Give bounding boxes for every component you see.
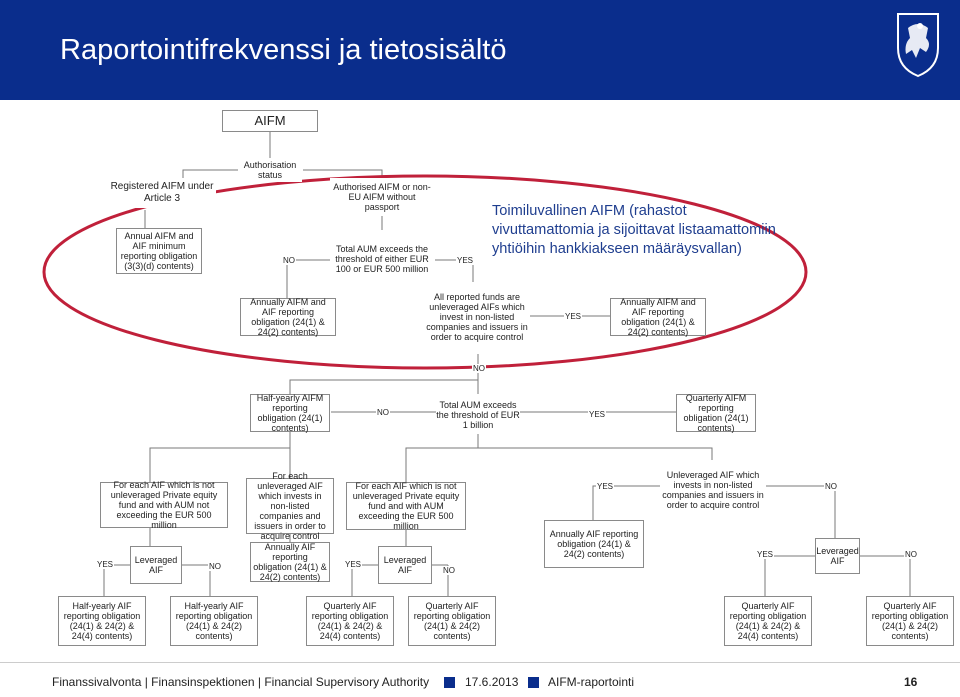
title-bar: Raportointifrekvenssi ja tietosisältö [0, 0, 960, 100]
authorisation-status-node: Authorisation status [238, 158, 302, 182]
footer-date: 17.6.2013 [465, 675, 519, 689]
highlight-ellipse [42, 174, 808, 370]
annual-aif-node: Annually AIF reporting obligation (24(1)… [250, 542, 330, 582]
leveraged-aif-node: Leveraged AIF [130, 546, 182, 584]
authorised-aifm-node: Authorised AIFM or non-EU AIFM without p… [330, 178, 434, 216]
aifm-node: AIFM [222, 110, 318, 132]
footer-square-icon [528, 677, 539, 688]
overlay-callout-text: Toimiluvallinen AIFM (rahastot vivuttama… [492, 203, 776, 257]
no-label: NO [376, 408, 390, 417]
half-yearly-aifm-node: Half-yearly AIFM reporting obligation (2… [250, 393, 330, 433]
footer-topic: AIFM-raportointi [548, 675, 635, 689]
unleveraged-right-node: Unleveraged AIF which invests in non-lis… [660, 460, 766, 520]
no-label: NO [442, 566, 456, 575]
no-label: NO [208, 562, 222, 571]
quarterly-aif-node-4: Quarterly AIF reporting obligation (24(1… [866, 596, 954, 646]
no-label: NO [904, 550, 918, 559]
no-label: NO [282, 256, 296, 265]
half-yearly-aif-node-1: Half-yearly AIF reporting obligation (24… [58, 596, 146, 646]
pe-exceeding-node: For each AIF which is not unleveraged Pr… [346, 481, 466, 531]
lion-crest-icon [897, 13, 939, 78]
no-label: NO [472, 364, 486, 373]
yes-label: YES [344, 560, 363, 569]
leveraged-aif-node-center: Leveraged AIF [378, 546, 432, 584]
quarterly-aifm-node: Quarterly AIFM reporting obligation (24(… [676, 393, 756, 433]
annual-aif-node-right: Annually AIF reporting obligation (24(1)… [544, 520, 644, 568]
aum-1bn-node: Total AUM exceeds the threshold of EUR 1… [436, 396, 520, 434]
annual-aifm-aif-node: Annually AIFM and AIF reporting obligati… [240, 297, 336, 337]
footer-organization: Finanssivalvonta | Finansinspektionen | … [52, 675, 430, 689]
all-funds-unleveraged-node: All reported funds are unleveraged AIFs … [424, 282, 530, 352]
footer-square-icon [444, 677, 455, 688]
yes-label: YES [456, 256, 475, 265]
no-label: NO [824, 482, 838, 491]
pe-not-exceeding-node: For each AIF which is not unleveraged Pr… [100, 480, 228, 530]
yes-label: YES [588, 410, 607, 419]
page-number: 16 [904, 675, 918, 689]
quarterly-aif-node-2: Quarterly AIF reporting obligation (24(1… [408, 596, 496, 646]
quarterly-aif-node-1: Quarterly AIF reporting obligation (24(1… [306, 596, 394, 646]
yes-label: YES [564, 312, 583, 321]
unleveraged-nonlisted-node: For each unleveraged AIF which invests i… [246, 471, 334, 541]
aum-threshold-node: Total AUM exceeds the threshold of eithe… [330, 232, 434, 286]
page-title: Raportointifrekvenssi ja tietosisältö [60, 34, 507, 66]
leveraged-aif-node-right: Leveraged AIF [815, 538, 860, 574]
registered-aifm-node: Registered AIFM under Article 3 [108, 178, 216, 208]
annual-minimum-node: Annual AIFM and AIF minimum reporting ob… [116, 228, 202, 274]
annual-aifm-aif-node-b: Annually AIFM and AIF reporting obligati… [610, 297, 706, 337]
quarterly-aif-node-3: Quarterly AIF reporting obligation (24(1… [724, 596, 812, 646]
yes-label: YES [756, 550, 775, 559]
yes-label: YES [596, 482, 615, 491]
footer: Finanssivalvonta | Finansinspektionen | … [0, 662, 960, 697]
yes-label: YES [96, 560, 115, 569]
half-yearly-aif-node-2: Half-yearly AIF reporting obligation (24… [170, 596, 258, 646]
